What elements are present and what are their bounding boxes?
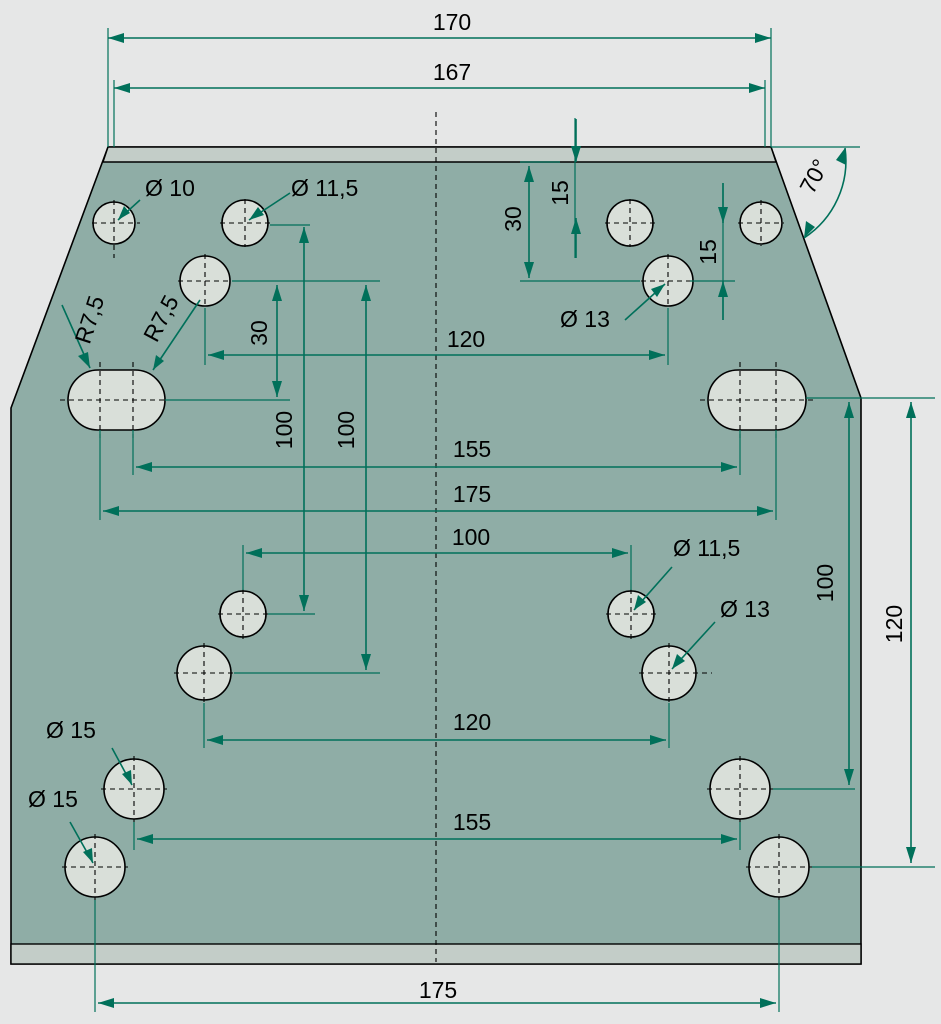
label-top-width-inner: 167	[433, 59, 471, 85]
label-h120-low: 120	[453, 709, 491, 735]
label-h100-mid: 100	[452, 524, 490, 550]
label-angle: 70°	[794, 155, 833, 198]
label-h120-top: 120	[447, 326, 485, 352]
label-h175-slots: 175	[453, 481, 491, 507]
dimension-labels: 170 167 70° Ø 10 Ø 11,5 R7,5 R7,5 30 15 …	[28, 9, 907, 1003]
label-v15-top-right-a: 15	[547, 180, 573, 206]
label-h155-slots: 155	[453, 436, 491, 462]
label-hole-d15-a: Ø 15	[46, 717, 96, 743]
label-hole-d15-b: Ø 15	[28, 786, 78, 812]
label-h155-low: 155	[453, 809, 491, 835]
plate-top-edge	[102, 146, 777, 163]
label-top-width-outer: 170	[433, 9, 471, 35]
label-v30-left: 30	[246, 320, 272, 346]
label-v30-top-right: 30	[500, 206, 526, 232]
arrowheads	[78, 33, 916, 1008]
label-v15-top-right-b: 15	[695, 239, 721, 265]
label-hole-d13-mid: Ø 13	[720, 596, 770, 622]
label-v100-left-b: 100	[333, 411, 359, 449]
label-hole-d13-top: Ø 13	[560, 306, 610, 332]
extension-lines	[94, 28, 935, 1012]
label-hole-d10: Ø 10	[145, 175, 195, 201]
label-v100-right: 100	[812, 564, 838, 602]
label-hole-d115-mid: Ø 11,5	[673, 535, 740, 561]
hole-center-marks	[60, 199, 814, 900]
label-v100-left-a: 100	[271, 411, 297, 449]
label-v120-right: 120	[881, 605, 907, 643]
hole-d115-mid-left	[219, 590, 267, 638]
label-h175-bottom: 175	[419, 977, 457, 1003]
dimension-lines	[98, 37, 912, 1004]
hole-d115-mid-right	[607, 590, 655, 638]
label-hole-d115-top: Ø 11,5	[291, 175, 358, 201]
